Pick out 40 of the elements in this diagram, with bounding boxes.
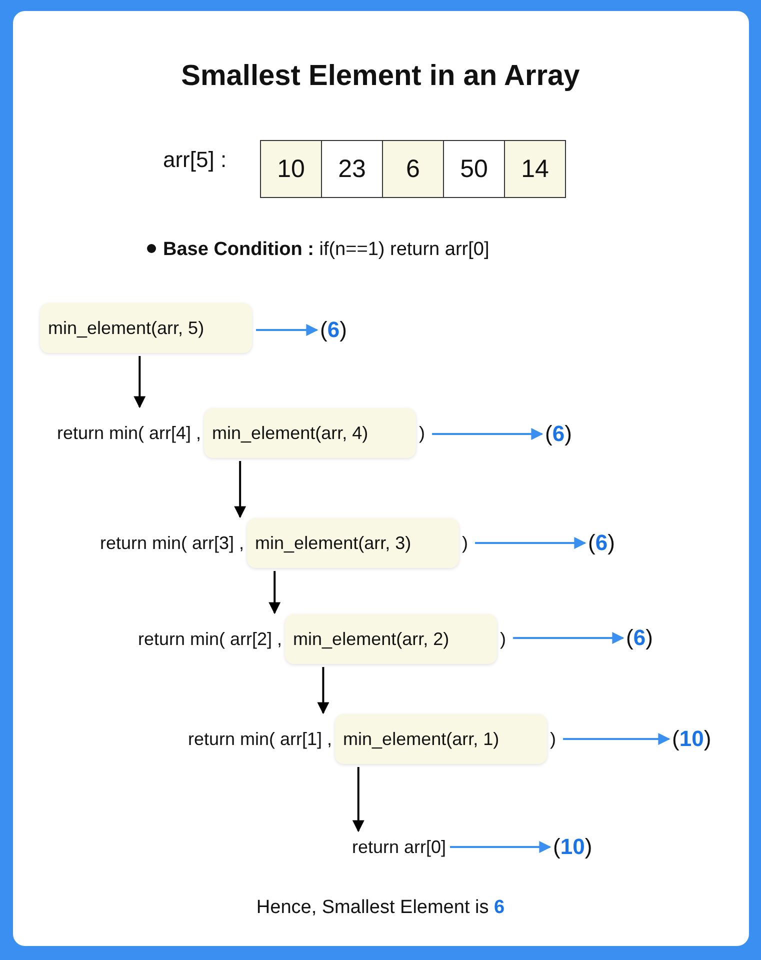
array-value: 14 [504, 140, 566, 198]
arrow [475, 537, 586, 549]
code-text: return min( arr[4] , [56, 422, 202, 444]
arrow [134, 356, 146, 408]
array-value: 10 [260, 140, 322, 198]
code-text: return min( arr[3] , [99, 532, 246, 554]
title: Smallest Element in an Array [180, 60, 581, 93]
result-value: (10) [672, 724, 712, 754]
arrow [317, 667, 330, 714]
code-text: ) [418, 422, 426, 444]
arrow [513, 632, 624, 644]
base-condition-text: Base Condition : if(n==1) return arr[0] [147, 239, 490, 261]
array-value: 50 [443, 140, 505, 198]
code-text: ) [461, 532, 470, 554]
function-call-box: min_element(arr, 1) [335, 714, 548, 764]
arrow [563, 733, 670, 745]
arrow [352, 767, 364, 832]
array-value: 23 [321, 140, 383, 198]
code-text: return arr[0] [352, 832, 446, 862]
result-value: (10) [553, 832, 592, 862]
code-text: return min( arr[2] , [137, 628, 284, 650]
arrow [234, 461, 246, 518]
function-call-box: min_element(arr, 5) [40, 303, 252, 353]
function-call-box: min_element(arr, 2) [285, 614, 498, 664]
result-value: (6) [545, 419, 572, 449]
conclusion-text: Hence, Smallest Element is 6 [255, 897, 506, 919]
function-call-box: min_element(arr, 3) [247, 518, 460, 568]
code-text: ) [499, 628, 508, 650]
arrow [256, 324, 318, 336]
array-label: arr[5] : [163, 146, 227, 174]
arrow [268, 571, 281, 614]
result-value: (6) [588, 528, 615, 558]
function-call-box: min_element(arr, 4) [204, 408, 416, 458]
result-value: (6) [626, 623, 653, 653]
code-text: return min( arr[1] , [187, 728, 334, 750]
array-value: 6 [382, 140, 444, 198]
code-text: ) [549, 728, 558, 750]
arrow [450, 841, 552, 853]
result-value: (6) [320, 315, 347, 345]
arrow [432, 428, 544, 440]
